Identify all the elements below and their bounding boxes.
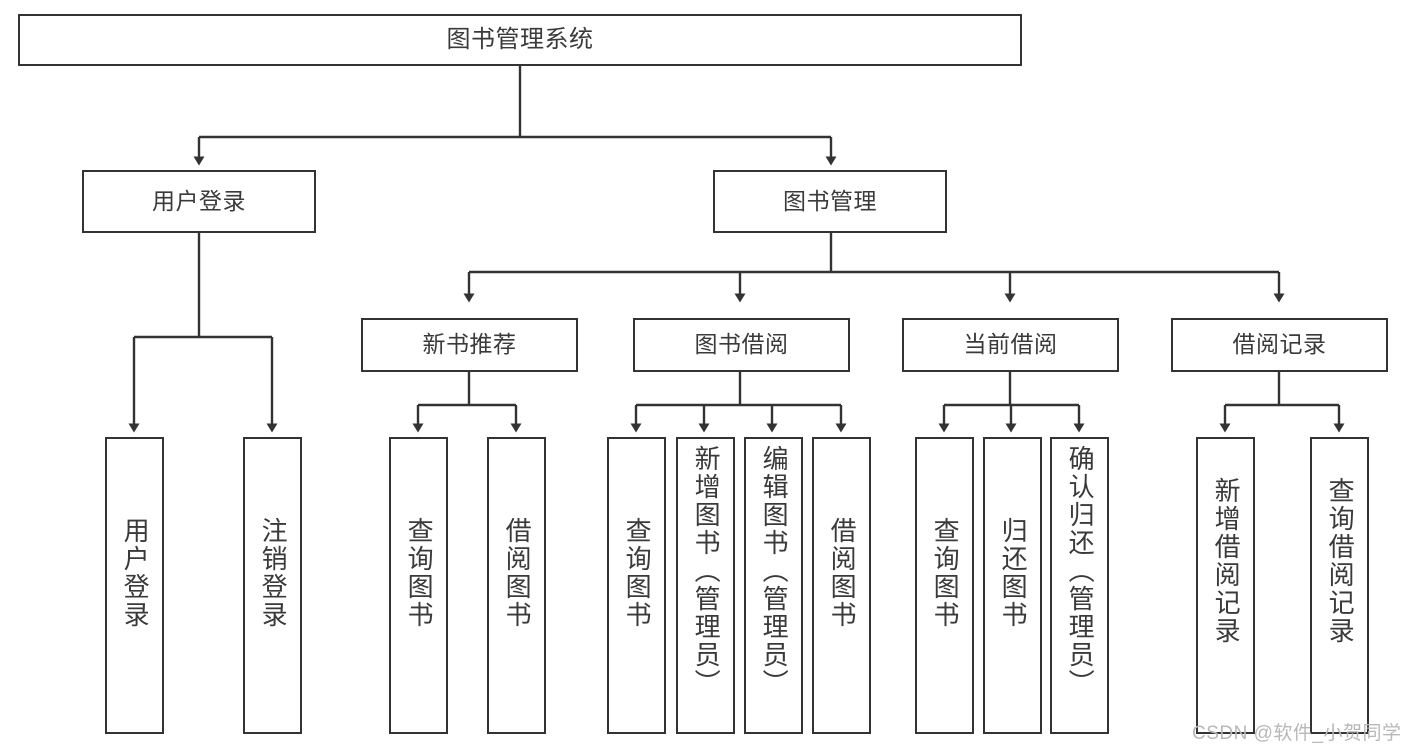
node-root-system[interactable]: 图书管理系统 xyxy=(18,14,1022,66)
node-label: 用户登录 xyxy=(152,187,246,214)
leaf-borrow-books-recommend[interactable]: 借阅图书 xyxy=(487,437,546,734)
node-label: 查询图书 xyxy=(404,517,435,629)
node-user-login[interactable]: 用户登录 xyxy=(82,170,316,233)
node-label: 图书管理 xyxy=(783,187,877,214)
node-label: 新增借阅记录 xyxy=(1211,477,1242,645)
leaf-return-books[interactable]: 归还图书 xyxy=(983,437,1042,734)
node-label: 用户登录 xyxy=(120,517,151,629)
leaf-query-borrow-record[interactable]: 查询借阅记录 xyxy=(1310,437,1369,734)
leaf-edit-book-admin[interactable]: 编辑图书（管理员） xyxy=(744,437,803,734)
node-book-borrow[interactable]: 图书借阅 xyxy=(633,318,850,372)
node-new-book-recommend[interactable]: 新书推荐 xyxy=(361,318,578,372)
leaf-add-borrow-record[interactable]: 新增借阅记录 xyxy=(1196,437,1255,734)
leaf-user-login[interactable]: 用户登录 xyxy=(105,437,164,734)
node-label: 新书推荐 xyxy=(422,331,517,358)
node-label: 查询图书 xyxy=(622,517,653,629)
node-borrow-records[interactable]: 借阅记录 xyxy=(1171,318,1388,372)
leaf-query-books-borrow[interactable]: 查询图书 xyxy=(607,437,666,734)
leaf-logout[interactable]: 注销登录 xyxy=(243,437,302,734)
node-book-management[interactable]: 图书管理 xyxy=(713,170,947,233)
node-label: 借阅图书 xyxy=(827,517,858,629)
node-label: 查询图书 xyxy=(930,517,961,629)
csdn-watermark: CSDN @软件_小贺同学 xyxy=(1192,723,1402,744)
node-label: 图书借阅 xyxy=(694,331,789,358)
leaf-query-books-current[interactable]: 查询图书 xyxy=(915,437,974,734)
node-label: 图书管理系统 xyxy=(446,25,594,53)
node-label: 新增图书（管理员） xyxy=(691,445,722,697)
node-label: 注销登录 xyxy=(258,517,289,629)
node-label: 编辑图书（管理员） xyxy=(759,445,790,697)
leaf-borrow-books[interactable]: 借阅图书 xyxy=(812,437,871,734)
leaf-query-books-recommend[interactable]: 查询图书 xyxy=(389,437,448,734)
leaf-add-book-admin[interactable]: 新增图书（管理员） xyxy=(676,437,735,734)
node-current-borrow[interactable]: 当前借阅 xyxy=(902,318,1119,372)
node-label: 借阅记录 xyxy=(1232,331,1327,358)
node-label: 归还图书 xyxy=(998,517,1029,629)
node-label: 借阅图书 xyxy=(502,517,533,629)
node-label: 当前借阅 xyxy=(963,331,1058,358)
node-label: 确认归还（管理员） xyxy=(1065,445,1096,697)
node-label: 查询借阅记录 xyxy=(1325,477,1356,645)
leaf-confirm-return-admin[interactable]: 确认归还（管理员） xyxy=(1050,437,1109,734)
